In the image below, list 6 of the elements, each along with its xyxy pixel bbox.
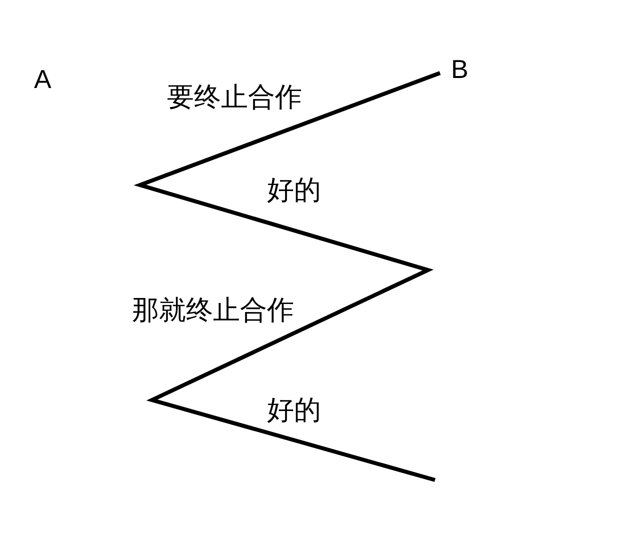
message-label: 要终止合作 <box>167 84 302 111</box>
message-label: 那就终止合作 <box>132 297 294 324</box>
message-label: 好的 <box>267 397 321 424</box>
side-label: B <box>451 56 468 82</box>
message-label: 好的 <box>267 177 321 204</box>
side-label: A <box>34 66 52 92</box>
